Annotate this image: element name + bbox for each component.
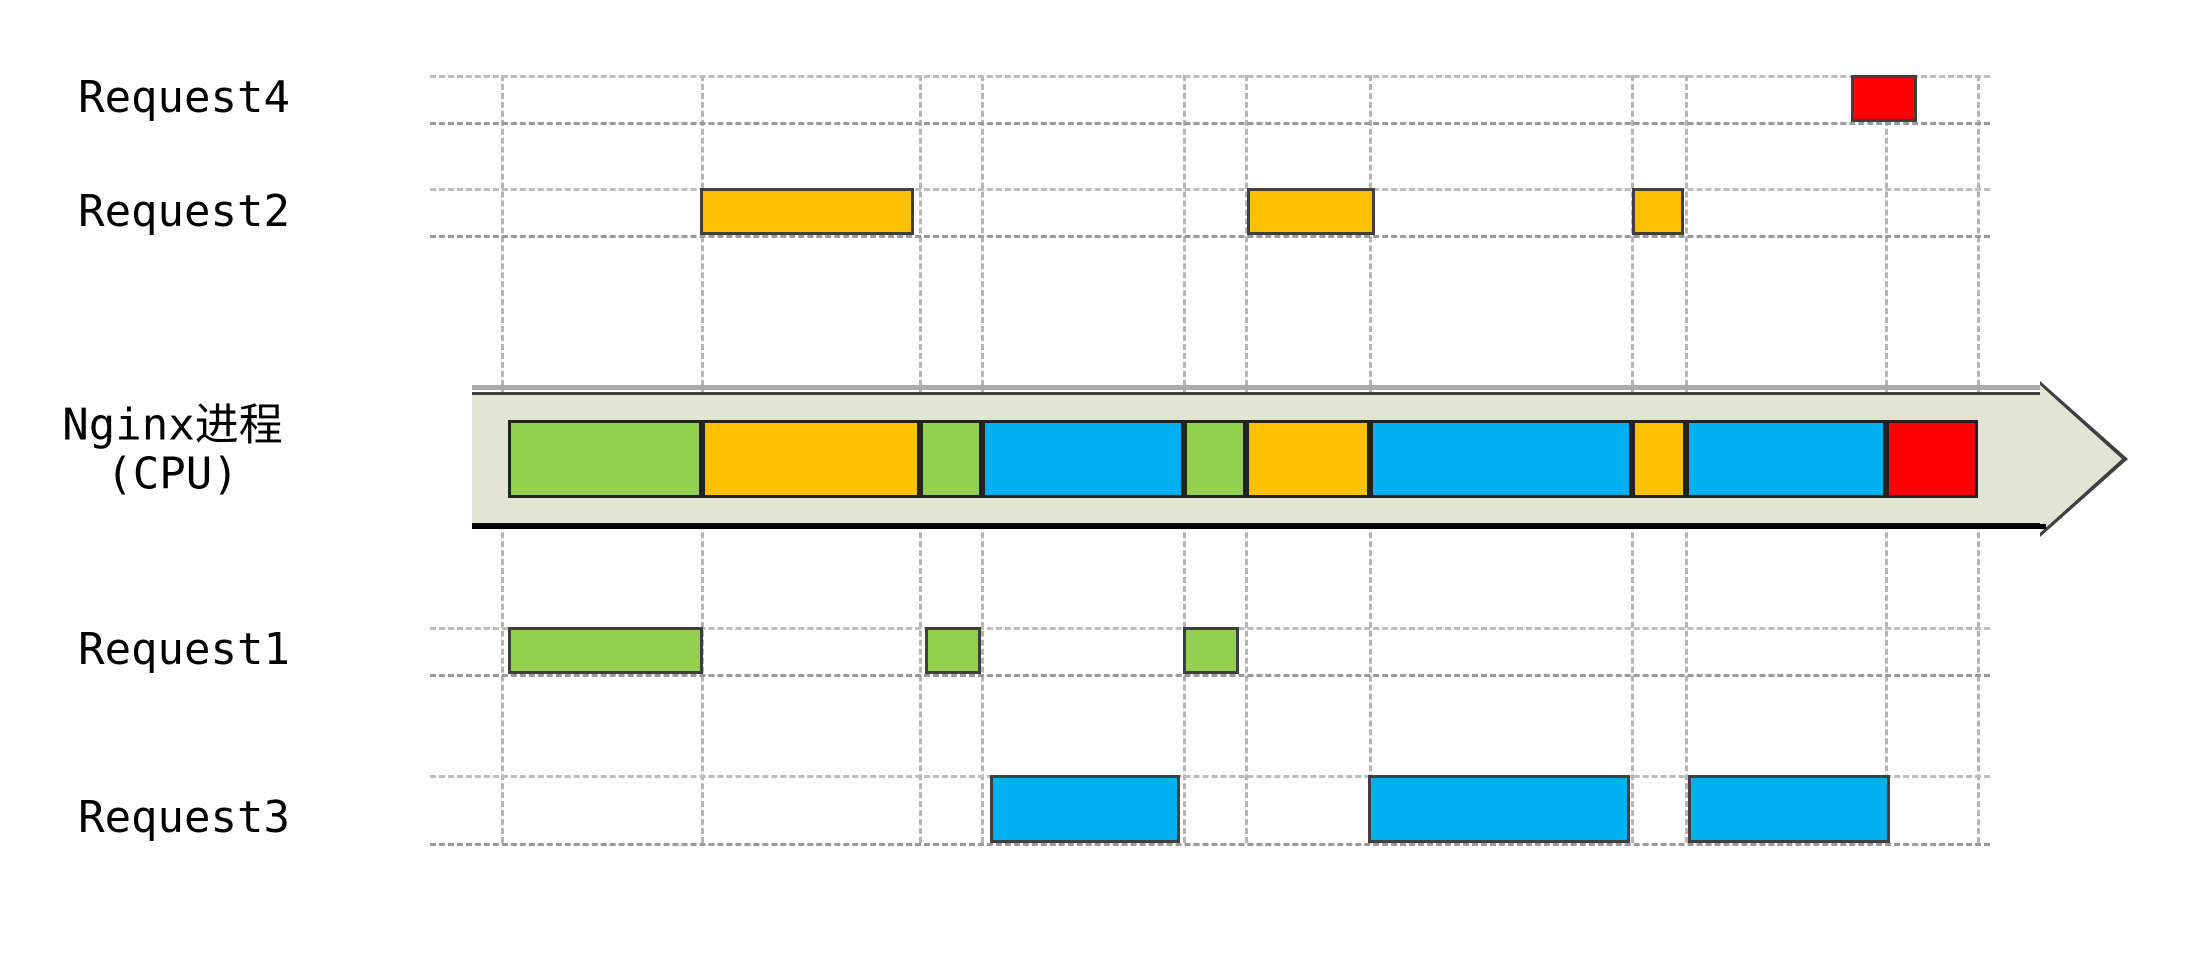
row-label-nginx-cpu: Nginx进程(CPU) bbox=[60, 399, 285, 500]
nginx-label-line2: (CPU) bbox=[106, 449, 239, 500]
cpu-segment-request1 bbox=[508, 420, 702, 498]
cpu-segment-request1 bbox=[920, 420, 982, 498]
row-guideline-top-request4 bbox=[430, 75, 1990, 78]
task-block-request3 bbox=[990, 775, 1180, 843]
task-block-request1 bbox=[508, 627, 703, 674]
row-label-request3: Request3 bbox=[78, 792, 290, 844]
cpu-segment-request3 bbox=[1370, 420, 1632, 498]
task-block-request2 bbox=[1247, 188, 1375, 235]
row-label-request4: Request4 bbox=[78, 72, 290, 124]
cpu-segment-request2 bbox=[1632, 420, 1686, 498]
cpu-timeline-topline bbox=[472, 385, 2040, 390]
row-label-request2: Request2 bbox=[78, 186, 290, 238]
task-block-request1 bbox=[1183, 627, 1239, 674]
cpu-segment-request3 bbox=[982, 420, 1184, 498]
task-block-request4 bbox=[1851, 75, 1917, 122]
row-guideline-bottom-request4 bbox=[430, 122, 1990, 125]
task-block-request2 bbox=[1632, 188, 1684, 235]
task-block-request3 bbox=[1368, 775, 1630, 843]
row-guideline-bottom-request1 bbox=[430, 674, 1990, 677]
cpu-segment-request1 bbox=[1184, 420, 1246, 498]
row-guideline-bottom-request2 bbox=[430, 235, 1990, 238]
cpu-segment-request2 bbox=[1246, 420, 1370, 498]
row-label-request1: Request1 bbox=[78, 624, 290, 676]
nginx-label-line1: Nginx进程 bbox=[62, 399, 283, 451]
arrow-head-fill bbox=[2040, 385, 2122, 533]
cpu-timeline-baseline bbox=[472, 524, 2046, 529]
task-block-request1 bbox=[925, 627, 981, 674]
task-block-request2 bbox=[700, 188, 914, 235]
cpu-segment-request4 bbox=[1886, 420, 1978, 498]
row-guideline-bottom-request3 bbox=[430, 843, 1990, 846]
task-block-request3 bbox=[1688, 775, 1890, 843]
row-guideline-top-request2 bbox=[430, 188, 1990, 191]
cpu-segment-request3 bbox=[1686, 420, 1886, 498]
cpu-segment-request2 bbox=[702, 420, 920, 498]
row-guideline-top-request3 bbox=[430, 775, 1990, 778]
